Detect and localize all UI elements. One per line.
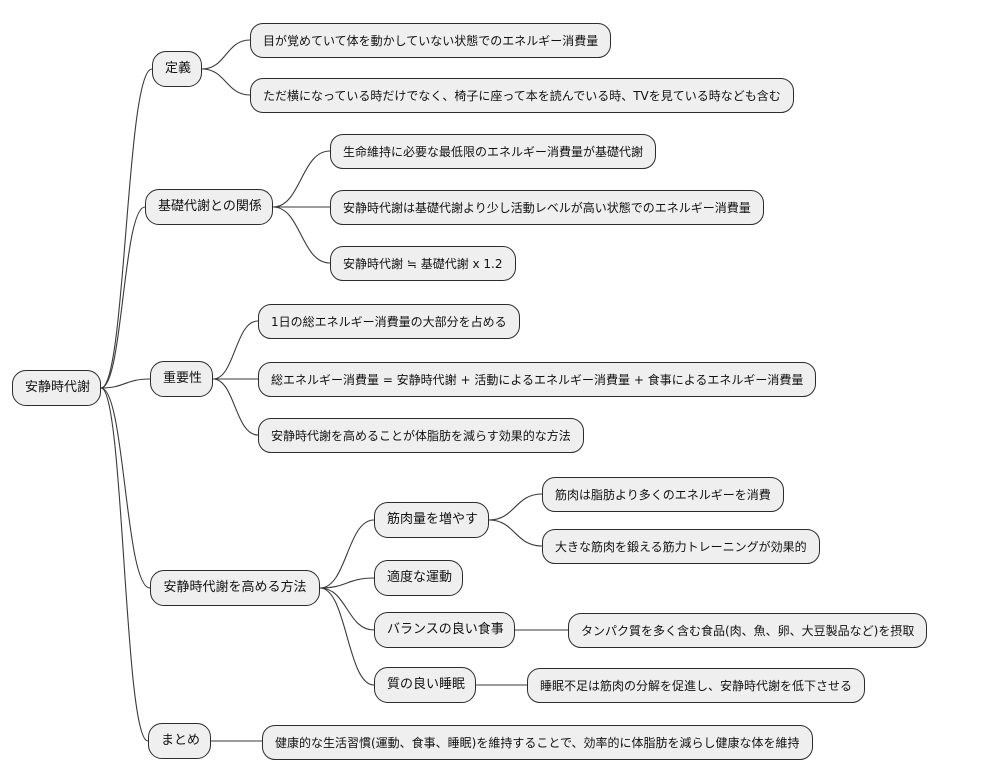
leaf-node-rmr-formula: 安静時代謝 ≒ 基礎代謝 x 1.2 (330, 246, 516, 281)
edge-root-definition (100, 68, 153, 389)
leaf-node-bmr-minimum: 生命維持に必要な最低限のエネルギー消費量が基礎代謝 (330, 134, 657, 169)
leaf-node-muscle-energy: 筋肉は脂肪より多くのエネルギーを消費 (542, 477, 784, 512)
edge-root-summary (100, 387, 149, 742)
leaf-node-healthy-lifestyle: 健康的な生活習慣(運動、食事、睡眠)を維持することで、効率的に体脂肪を減らし健康… (262, 725, 813, 760)
branch-node-methods: 安静時代謝を高める方法 (150, 570, 320, 606)
leaf-node-sleep-deprivation: 睡眠不足は筋肉の分解を促進し、安静時代謝を低下させる (527, 668, 866, 703)
edge-relation-1 (272, 150, 331, 208)
leaf-node-rmr-vs-bmr: 安静時代謝は基礎代謝より少し活動レベルが高い状態でのエネルギー消費量 (330, 190, 764, 225)
edge-methods-muscle (319, 519, 375, 589)
mindmap-root-node: 安静時代謝 (12, 370, 101, 406)
leaf-node-fat-loss-method: 安静時代謝を高めることが体脂肪を減らす効果的な方法 (258, 418, 584, 453)
branch-node-relation-to-bmr: 基礎代謝との関係 (145, 189, 273, 225)
edge-root-methods (100, 387, 151, 589)
edge-definition-1 (201, 39, 251, 70)
branch-node-summary: まとめ (148, 723, 211, 759)
edge-importance-3 (212, 378, 259, 436)
edge-importance-1 (212, 320, 259, 380)
edge-muscle-2 (488, 519, 543, 547)
branch-node-importance: 重要性 (150, 361, 213, 397)
branch-node-quality-sleep: 質の良い睡眠 (374, 667, 476, 703)
edge-root-relation (100, 206, 146, 389)
branch-node-moderate-exercise: 適度な運動 (374, 560, 463, 596)
leaf-node-majority-of-tee: 1日の総エネルギー消費量の大部分を占める (258, 304, 520, 339)
edge-relation-3 (272, 206, 331, 264)
leaf-node-definition-awake: 目が覚めていて体を動かしていない状態でのエネルギー消費量 (250, 23, 612, 58)
branch-node-balanced-diet: バランスの良い食事 (374, 612, 515, 648)
edge-definition-2 (201, 68, 251, 96)
leaf-node-tee-equation: 総エネルギー消費量 = 安静時代謝 + 活動によるエネルギー消費量 + 食事によ… (258, 362, 817, 397)
edge-methods-exercise (319, 577, 375, 589)
leaf-node-definition-includes: ただ横になっている時だけでなく、椅子に座って本を読んでいる時、TVを見ている時な… (250, 78, 794, 113)
leaf-node-strength-training: 大きな筋肉を鍛える筋力トレーニングが効果的 (542, 529, 820, 564)
edge-muscle-1 (488, 493, 543, 521)
edge-methods-diet (319, 587, 375, 631)
leaf-node-protein-foods: タンパク質を多く含む食品(肉、魚、卵、大豆製品など)を摂取 (568, 613, 928, 648)
branch-node-increase-muscle: 筋肉量を増やす (374, 502, 489, 538)
edge-methods-sleep (319, 587, 375, 686)
edge-root-importance (100, 378, 151, 389)
branch-node-definition: 定義 (152, 51, 202, 87)
